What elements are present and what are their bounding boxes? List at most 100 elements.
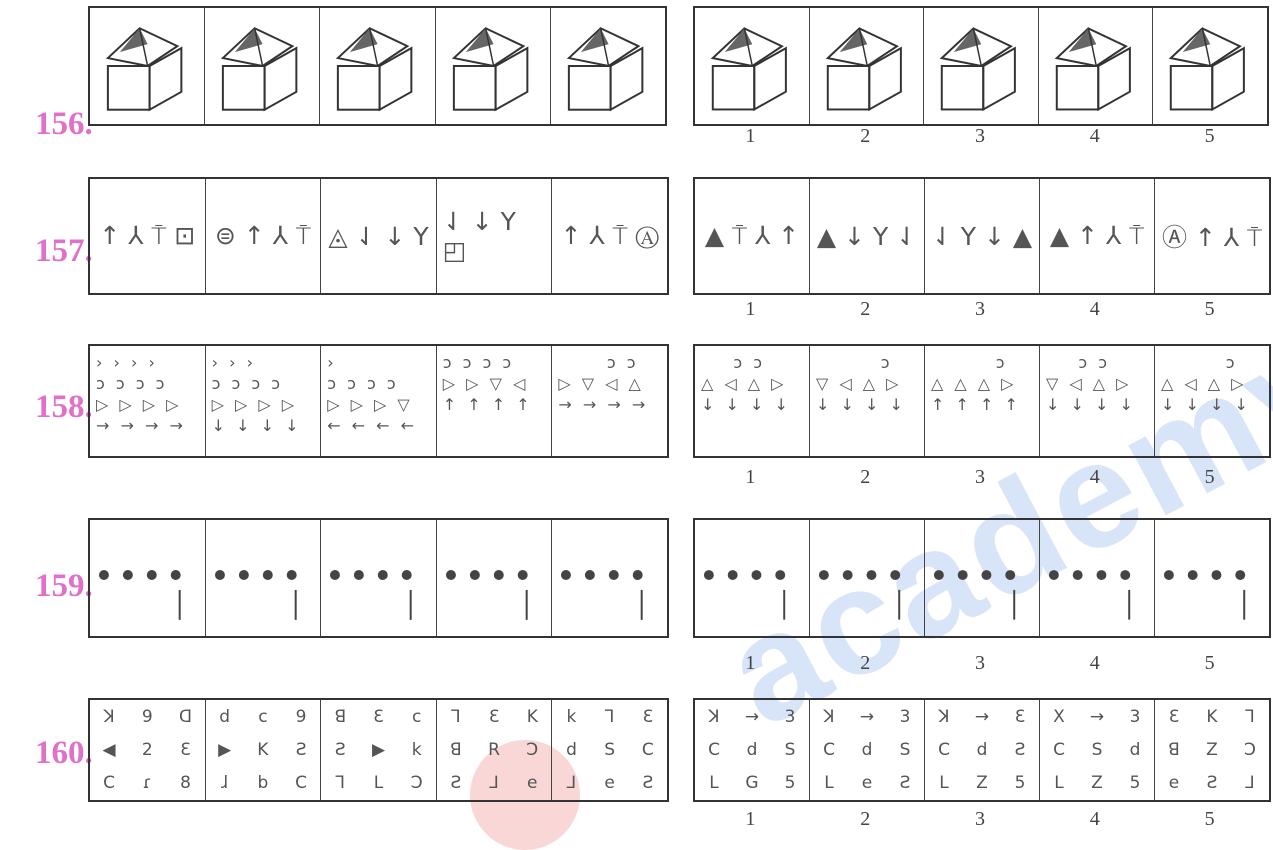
dot (1188, 570, 1198, 580)
answer-label: 2 (808, 808, 923, 831)
symbol-row: ↓ ↓ ↓ ↓ (816, 394, 920, 415)
grid-character: Ɛ (359, 700, 397, 733)
symbol-row: ↄ ↄ ↄ ↄ (443, 352, 548, 373)
symbol-row: ↄ ↄ (1046, 352, 1150, 373)
symbol-row: ↓ ↓ ↓ ↓ (212, 415, 317, 436)
answer-label: 3 (923, 466, 1038, 489)
figure-cell: ▲ ↑ ⅄ ⍑ (1040, 179, 1155, 293)
symbol-rows: ↄ△ △ △ ▷↑ ↑ ↑ ↑ (925, 346, 1039, 456)
symbol-row: ↄ ↄ (701, 352, 805, 373)
roof-ridge (744, 28, 752, 66)
answer-label: 1 (693, 652, 808, 675)
grid-character: Ƨ (886, 767, 924, 800)
figure-cell: › › › ›ↄ ↄ ↄ ↄ▷ ▷ ▷ ▷→ → → → (90, 346, 206, 456)
roof-outline (338, 28, 408, 66)
grid-character: 3 (1116, 700, 1154, 733)
grid-character: K (513, 700, 551, 733)
roof-outline (1057, 28, 1126, 66)
dot (215, 570, 225, 580)
side-face (150, 48, 182, 110)
figure-cell (924, 8, 1039, 124)
symbol-row: ▽ ◁ △ ▷ (1046, 373, 1150, 394)
figure-cell (551, 8, 665, 124)
answer-label: 5 (1152, 125, 1267, 148)
symbol-row: ↄ ↄ (558, 352, 663, 373)
dot (1235, 570, 1245, 580)
answer-label: 2 (808, 466, 923, 489)
symbol-row: ↓ ↓ ↓ ↓ (1161, 394, 1265, 415)
symbol-row: ↑ ↑ ↑ ↑ (443, 394, 548, 415)
figure-cell: ↑ ⅄ ⍑ ⊡ (90, 179, 206, 293)
grid-character: c (398, 700, 436, 733)
grid-character: C (810, 733, 848, 766)
figure-cell: ▲ ⍑ ⅄ ↑ (695, 179, 810, 293)
grid-character: Ↄ (398, 767, 436, 800)
grid-character: 9 (282, 700, 320, 733)
grid-character: ⅃ (1231, 767, 1269, 800)
grid-character: ꓘ (695, 700, 733, 733)
figure-cell (90, 520, 206, 636)
question-number-156: 156. (35, 106, 93, 143)
q156-problem-figures (88, 6, 667, 126)
dot (958, 570, 968, 580)
front-face (223, 66, 265, 110)
dot (890, 570, 900, 580)
dots-figure (810, 520, 924, 636)
house-figure (1153, 8, 1267, 124)
symbol-rows: ↄ△ ◁ △ ▷↓ ↓ ↓ ↓ (1155, 346, 1269, 456)
dot (1049, 570, 1059, 580)
figure-cell: ↄ▽ ◁ △ ▷↓ ↓ ↓ ↓ (810, 346, 925, 456)
grid-character: C (695, 733, 733, 766)
symbol-row: ⇃ ↓ Y ◰ (437, 179, 552, 293)
grid-character: ꓭ (321, 700, 359, 733)
figure-cell (437, 520, 553, 636)
answer-label: 5 (1152, 808, 1267, 831)
roof-ridge (974, 28, 982, 66)
q160-answer-figures: ꓘ→3CdSLG5ꓘ→3CdSLeƧꓘ→ƐCdƧLZ5X→3CSdLZ5ƐKꞀꓭ… (693, 698, 1271, 802)
grid-character: ꓘ (925, 700, 963, 733)
front-face (108, 66, 150, 110)
symbol-row: › (327, 352, 432, 373)
grid-character: C (629, 733, 667, 766)
figure-cell (1153, 8, 1267, 124)
house-figure (1039, 8, 1153, 124)
answer-label: 1 (693, 125, 808, 148)
figure-cell (695, 8, 810, 124)
roof-outline (827, 28, 896, 66)
front-face (827, 66, 868, 109)
grid-character: → (848, 700, 886, 733)
grid-character: C (90, 767, 128, 800)
dot (330, 570, 340, 580)
character-grid: ƐKꞀꓭZↃeƧ⅃ (1155, 700, 1269, 800)
dot (147, 570, 157, 580)
figure-cell: Ⓐ ↑ ⅄ ⍑ (1155, 179, 1269, 293)
dot (819, 570, 829, 580)
roof-outline (453, 28, 523, 66)
dot (775, 570, 785, 580)
symbol-row: ↄ (931, 352, 1035, 373)
grid-character: d (963, 733, 1001, 766)
grid-character: C (1040, 733, 1078, 766)
symbol-row: ▲ ↑ ⅄ ⍑ (1040, 179, 1154, 293)
roof-outline (713, 28, 782, 66)
figure-cell: ↑ ⅄ ⍑ Ⓐ (552, 179, 667, 293)
figure-cell: ⊜ ↑ ⅄ ⍑ (206, 179, 322, 293)
symbol-row: ▲ ↓ Y ⇃ (810, 179, 924, 293)
q158-answer-figures: ↄ ↄ△ ◁ △ ▷↓ ↓ ↓ ↓ ↄ▽ ◁ △ ▷↓ ↓ ↓ ↓ ↄ△ △ △… (693, 344, 1271, 458)
side-face (983, 48, 1015, 109)
character-grid: kꞀƐdSC⅃eƧ (552, 700, 667, 800)
grid-character: d (848, 733, 886, 766)
grid-character: L (695, 767, 733, 800)
symbol-row: ▽ ◁ △ ▷ (816, 373, 920, 394)
q160-answer-labels: 1 2 3 4 5 (693, 808, 1267, 831)
symbol-row: ↓ ↓ ↓ ↓ (701, 394, 805, 415)
answer-label: 3 (923, 808, 1038, 831)
dot (1120, 570, 1130, 580)
character-grid: X→3CSdLZ5 (1040, 700, 1154, 800)
grid-character: L (925, 767, 963, 800)
grid-character: Ꞁ (437, 700, 475, 733)
figure-cell: ▲ ↓ Y ⇃ (810, 179, 925, 293)
